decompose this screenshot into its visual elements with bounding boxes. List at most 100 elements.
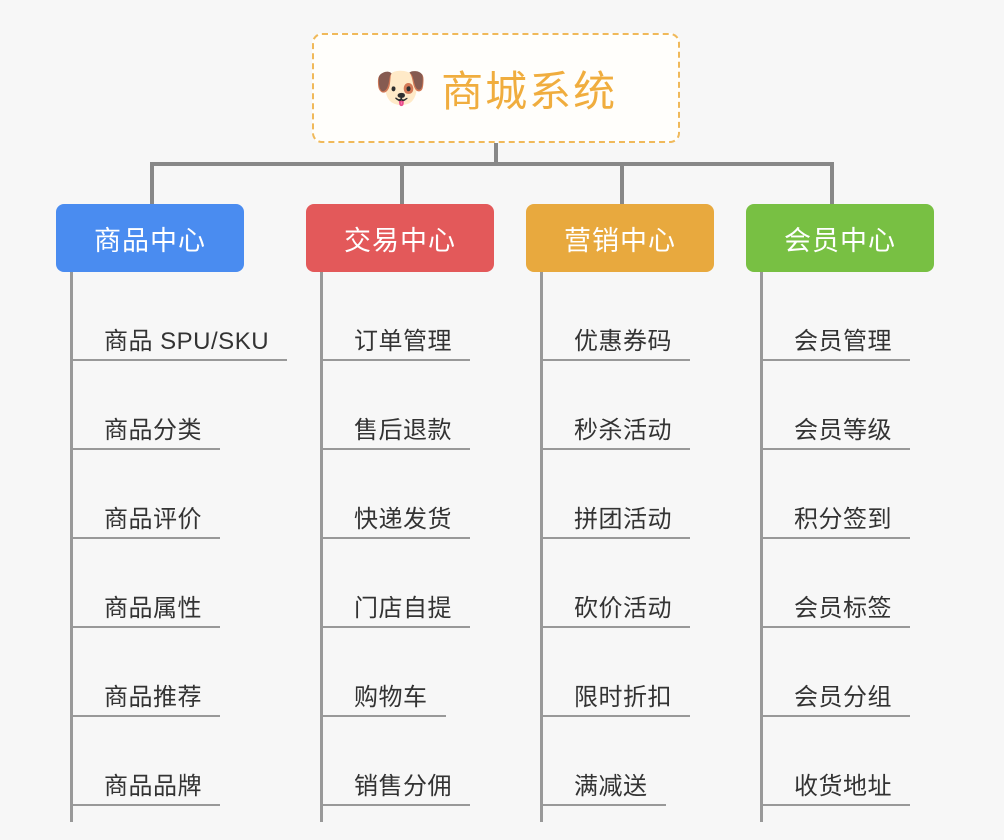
list-item[interactable]: 商品 SPU/SKU (70, 272, 288, 361)
leaf-label: 会员标签 (794, 594, 892, 622)
leaf-underline: 砍价活动 (540, 594, 690, 628)
leaf-label: 售后退款 (354, 416, 452, 444)
leaf-underline: 商品评价 (70, 505, 220, 539)
root-stem-connector (494, 143, 498, 164)
list-item[interactable]: 订单管理 (320, 272, 470, 361)
list-item[interactable]: 门店自提 (320, 539, 470, 628)
list-item[interactable]: 会员等级 (760, 361, 910, 450)
dog-face-icon: 🐶 (374, 64, 428, 111)
leaf-list: 会员管理 会员等级 积分签到 会员标签 会员分组 收货地址 (760, 272, 910, 806)
list-item[interactable]: 快递发货 (320, 450, 470, 539)
list-item[interactable]: 秒杀活动 (540, 361, 690, 450)
list-item[interactable]: 售后退款 (320, 361, 470, 450)
list-item[interactable]: 砍价活动 (540, 539, 690, 628)
branch-column-product: 商品 SPU/SKU 商品分类 商品评价 商品属性 商品推荐 商品品牌 (70, 272, 288, 822)
leaf-label: 商品 SPU/SKU (104, 327, 270, 355)
leaf-label: 会员分组 (794, 683, 892, 711)
drop-connector-2 (400, 162, 404, 204)
list-item[interactable]: 销售分佣 (320, 717, 470, 806)
leaf-label: 满减送 (574, 772, 648, 800)
leaf-underline: 商品属性 (70, 594, 220, 628)
category-header-marketing[interactable]: 营销中心 (526, 204, 714, 272)
list-item[interactable]: 满减送 (540, 717, 690, 806)
leaf-label: 会员等级 (794, 416, 892, 444)
leaf-underline: 商品推荐 (70, 683, 220, 717)
branch-trunk-line (320, 272, 323, 822)
category-label: 交易中心 (344, 225, 456, 256)
leaf-underline: 秒杀活动 (540, 416, 690, 450)
leaf-underline: 会员管理 (760, 327, 910, 361)
leaf-underline: 会员等级 (760, 416, 910, 450)
leaf-underline: 满减送 (540, 772, 666, 806)
leaf-underline: 拼团活动 (540, 505, 690, 539)
drop-connector-4 (830, 162, 834, 204)
leaf-underline: 收货地址 (760, 772, 910, 806)
leaf-label: 砍价活动 (574, 594, 672, 622)
list-item[interactable]: 优惠券码 (540, 272, 690, 361)
list-item[interactable]: 会员分组 (760, 628, 910, 717)
leaf-underline: 会员分组 (760, 683, 910, 717)
leaf-underline: 售后退款 (320, 416, 470, 450)
leaf-label: 秒杀活动 (574, 416, 672, 444)
list-item[interactable]: 商品评价 (70, 450, 287, 539)
leaf-label: 购物车 (354, 683, 428, 711)
list-item[interactable]: 积分签到 (760, 450, 910, 539)
branch-column-trade: 订单管理 售后退款 快递发货 门店自提 购物车 销售分佣 (320, 272, 470, 822)
category-header-product[interactable]: 商品中心 (56, 204, 244, 272)
list-item[interactable]: 限时折扣 (540, 628, 690, 717)
leaf-underline: 会员标签 (760, 594, 910, 628)
leaf-underline: 积分签到 (760, 505, 910, 539)
leaf-label: 快递发货 (354, 505, 452, 533)
drop-connector-3 (620, 162, 624, 204)
leaf-label: 收货地址 (794, 772, 892, 800)
branch-trunk-line (540, 272, 543, 822)
drop-connector-1 (150, 162, 154, 204)
list-item[interactable]: 商品推荐 (70, 628, 287, 717)
list-item[interactable]: 购物车 (320, 628, 470, 717)
leaf-label: 商品推荐 (104, 683, 202, 711)
list-item[interactable]: 商品分类 (70, 361, 287, 450)
list-item[interactable]: 拼团活动 (540, 450, 690, 539)
list-item[interactable]: 会员管理 (760, 272, 910, 361)
list-item[interactable]: 会员标签 (760, 539, 910, 628)
list-item[interactable]: 收货地址 (760, 717, 910, 806)
leaf-underline: 商品分类 (70, 416, 220, 450)
list-item[interactable]: 商品属性 (70, 539, 287, 628)
branch-column-member: 会员管理 会员等级 积分签到 会员标签 会员分组 收货地址 (760, 272, 910, 822)
category-label: 营销中心 (564, 225, 676, 256)
category-label: 商品中心 (94, 225, 206, 256)
leaf-underline: 门店自提 (320, 594, 470, 628)
leaf-underline: 销售分佣 (320, 772, 470, 806)
leaf-label: 销售分佣 (354, 772, 452, 800)
leaf-label: 商品评价 (104, 505, 202, 533)
leaf-underline: 限时折扣 (540, 683, 690, 717)
leaf-label: 商品分类 (104, 416, 202, 444)
leaf-label: 会员管理 (794, 327, 892, 355)
list-item[interactable]: 商品品牌 (70, 717, 287, 806)
branch-trunk-line (70, 272, 73, 822)
branch-trunk-line (760, 272, 763, 822)
leaf-label: 商品属性 (104, 594, 202, 622)
leaf-label: 拼团活动 (574, 505, 672, 533)
root-node[interactable]: 🐶 商城系统 (312, 33, 680, 143)
leaf-underline: 商品品牌 (70, 772, 220, 806)
root-node-title: 商城系统 (441, 67, 618, 115)
leaf-label: 商品品牌 (104, 772, 202, 800)
category-header-member[interactable]: 会员中心 (746, 204, 934, 272)
leaf-label: 限时折扣 (574, 683, 672, 711)
horizontal-bus-connector (150, 162, 834, 166)
leaf-underline: 订单管理 (320, 327, 470, 361)
leaf-label: 门店自提 (354, 594, 452, 622)
leaf-underline: 快递发货 (320, 505, 470, 539)
leaf-label: 订单管理 (354, 327, 452, 355)
leaf-list: 订单管理 售后退款 快递发货 门店自提 购物车 销售分佣 (320, 272, 470, 806)
leaf-list: 商品 SPU/SKU 商品分类 商品评价 商品属性 商品推荐 商品品牌 (70, 272, 288, 806)
leaf-underline: 商品 SPU/SKU (70, 327, 288, 361)
category-header-trade[interactable]: 交易中心 (306, 204, 494, 272)
leaf-label: 积分签到 (794, 505, 892, 533)
leaf-label: 优惠券码 (574, 327, 672, 355)
branch-column-marketing: 优惠券码 秒杀活动 拼团活动 砍价活动 限时折扣 满减送 (540, 272, 690, 822)
leaf-underline: 优惠券码 (540, 327, 690, 361)
leaf-list: 优惠券码 秒杀活动 拼团活动 砍价活动 限时折扣 满减送 (540, 272, 690, 806)
